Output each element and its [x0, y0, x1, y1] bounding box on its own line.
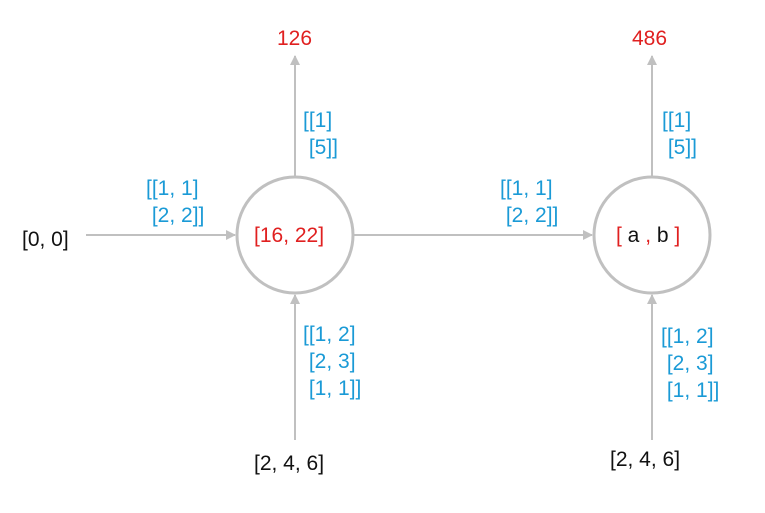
- cell-1-state-label: [16, 22]: [254, 224, 325, 247]
- cell-2-input-value: [2, 4, 6]: [610, 448, 681, 471]
- cell-2-state-comma: ,: [645, 224, 652, 247]
- cell-2-state-b: b: [651, 224, 675, 247]
- cell-2-output-weight-row-2: [5]]: [662, 136, 698, 159]
- cell-1-input-value: [2, 4, 6]: [254, 452, 325, 475]
- cell-1-hidden-weight-row-1: [[1, 1]: [146, 177, 199, 200]
- cell-2-state-a: a: [621, 224, 646, 247]
- cell-2-circle: [592, 175, 712, 295]
- cell-1-input-weight-row-1: [[1, 2]: [303, 323, 356, 346]
- cell-2-input-weight-row-3: [1, 1]]: [661, 379, 720, 402]
- cell-1-input-weight-row-2: [2, 3]: [303, 350, 356, 373]
- cell-2-output-value: 486: [632, 27, 668, 50]
- prev-state-label: [0, 0]: [22, 228, 69, 251]
- cell-1-circle: [235, 175, 355, 295]
- cell-2-hidden-weight-row-1: [[1, 1]: [500, 177, 553, 200]
- cell-1-output-weight-row-1: [[1]: [303, 109, 333, 132]
- cell-1-input-weight-row-3: [1, 1]]: [303, 377, 362, 400]
- cell-2-state-close-bracket: ]: [674, 224, 681, 247]
- cell-2-input-weight-row-1: [[1, 2]: [661, 325, 714, 348]
- cell-1-output-value: 126: [277, 27, 313, 50]
- cell-2-output-weight-row-1: [[1]: [662, 109, 692, 132]
- cell-2-hidden-weight-row-2: [2, 2]]: [500, 204, 559, 227]
- cell-1-output-weight-row-2: [5]]: [303, 136, 339, 159]
- cell-1-hidden-weight-row-2: [2, 2]]: [146, 204, 205, 227]
- cell-2-state-open-bracket: [: [616, 224, 622, 247]
- cell-2-input-weight-row-2: [2, 3]: [661, 352, 714, 375]
- cell-2-state-label: [ a , b ]: [616, 222, 680, 249]
